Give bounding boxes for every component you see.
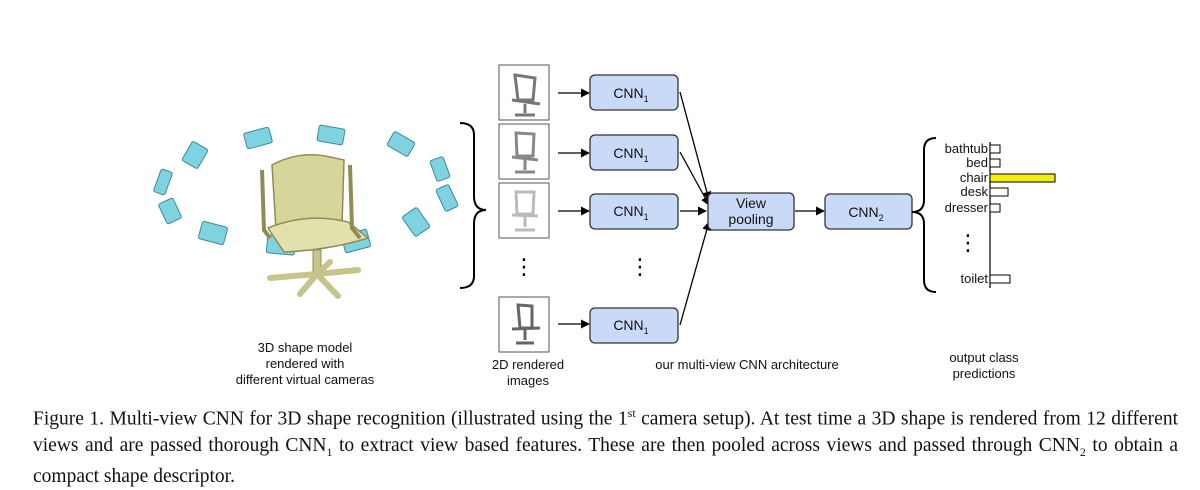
output-caption-line-2: predictions (953, 366, 1016, 381)
left-caption-line-1: 3D shape model (258, 340, 353, 355)
svg-text:CNN1: CNN1 (613, 85, 648, 104)
figure-label: Figure 1. (33, 408, 105, 430)
left-caption: 3D shape model rendered with different v… (236, 340, 375, 387)
prediction-bar-bed (989, 158, 1001, 168)
output-caption-line-1: output class (949, 350, 1019, 365)
rendered-views-ellipsis: ⋮ (513, 254, 535, 279)
rendered-view (498, 64, 550, 121)
rendered-view (498, 123, 550, 180)
view-to-cnn-arrows (558, 88, 590, 329)
class-label-bathtub: bathtub (945, 141, 988, 156)
cnn1-box: CNN1 (589, 193, 679, 230)
svg-text:CNN1: CNN1 (613, 317, 648, 336)
caption-sup: st (627, 406, 636, 420)
view-pooling-label-2: pooling (728, 211, 773, 227)
class-label-bed: bed (966, 155, 988, 170)
caption-sub-2: 2 (1079, 444, 1086, 459)
caption-text-2: camera setup). At test time a 3D shape i… (33, 408, 1178, 456)
output-caption: output class predictions (949, 350, 1019, 381)
view-pooling-box: View pooling (707, 192, 795, 231)
cnn2-box: CNN2 (824, 193, 913, 230)
class-label-chair: chair (960, 170, 989, 185)
class-label-toilet: toilet (961, 271, 989, 286)
figure-diagram: 3D shape model rendered with different v… (153, 64, 1056, 388)
class-label-dresser: dresser (945, 200, 989, 215)
caption-text-4: to obtain a compact shape descriptor. (33, 434, 1178, 488)
views-caption: 2D rendered images (492, 357, 564, 388)
pooling-arrows (679, 91, 712, 326)
svg-text:CNN2: CNN2 (848, 204, 883, 223)
svg-text:CNN1: CNN1 (613, 145, 648, 164)
left-caption-line-3: different virtual cameras (236, 372, 375, 387)
prediction-ellipsis: ⋮ (957, 230, 979, 255)
chair-model (260, 154, 370, 299)
view-pooling-label-1: View (736, 195, 767, 211)
left-caption-line-2: rendered with (266, 356, 345, 371)
prediction-bar-chair (989, 173, 1056, 183)
class-label-desk: desk (961, 184, 989, 199)
cnn1-box: CNN1 (589, 134, 679, 171)
rendered-view (498, 182, 550, 239)
caption-text-1: Multi-view CNN for 3D shape recognition … (109, 408, 628, 430)
architecture-caption: our multi-view CNN architecture (655, 357, 839, 372)
figure-caption: Figure 1. Multi-view CNN for 3D shape re… (33, 400, 1178, 490)
prediction-bar-bathtub (989, 144, 1001, 154)
left-brace (459, 122, 487, 289)
prediction-bar-toilet (989, 274, 1011, 284)
cnn1-box: CNN1 (589, 74, 679, 111)
cnn1-boxes: CNN1 CNN1 CNN1 ⋮ CNN1 (589, 74, 679, 344)
shape-model-illustration (153, 124, 459, 299)
cnn1-box: CNN1 (589, 307, 679, 344)
cnn1-ellipsis: ⋮ (629, 254, 651, 279)
views-caption-line-1: 2D rendered (492, 357, 564, 372)
views-caption-line-2: images (507, 373, 549, 388)
caption-text-3: to extract view based features. These ar… (332, 434, 1080, 456)
rendered-view (498, 296, 550, 353)
prediction-bar-desk (989, 187, 1009, 197)
output-brace (911, 137, 937, 293)
svg-text:CNN1: CNN1 (613, 203, 648, 222)
prediction-bar-dresser (989, 203, 1001, 213)
rendered-views: ⋮ (498, 64, 550, 353)
caption-sub-1: 1 (326, 444, 333, 459)
